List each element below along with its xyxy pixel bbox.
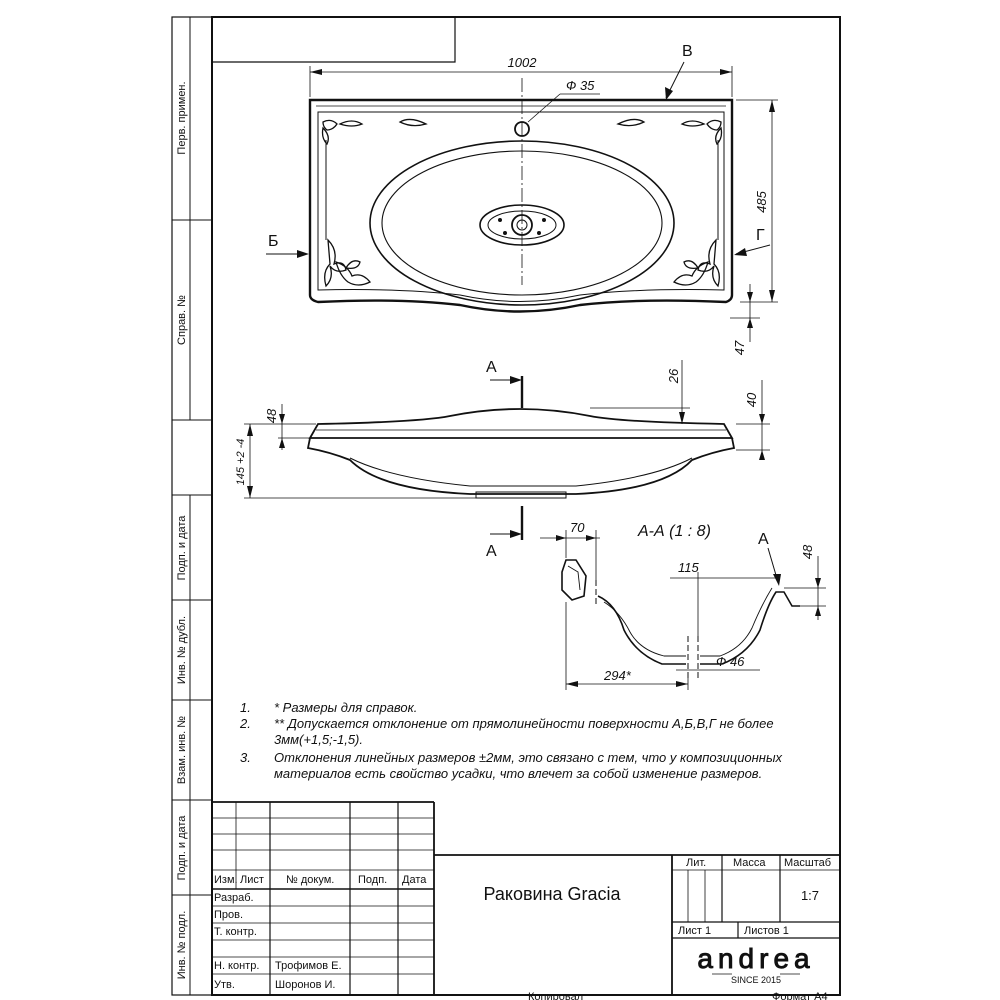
row-nkontr: Н. контр. (214, 960, 259, 972)
note-2-cont: 3мм(+1,5;-1,5). (240, 732, 363, 747)
row-razrab: Разраб. (214, 892, 254, 904)
section-label-a: А (758, 531, 769, 548)
note-3-cont: материалов есть свойство усадки, что вле… (240, 766, 762, 781)
section-left-rim (561, 559, 587, 601)
sidebar-label-podp-data-1: Подп. и дата (176, 515, 188, 581)
dim-46: Ф 46 (716, 654, 745, 669)
side-view (244, 360, 770, 540)
note-text: материалов есть свойство усадки, что вле… (274, 766, 763, 781)
sidebar-label-sprav-no: Справ. № (176, 295, 188, 345)
ornament-bottom-left-icon (324, 238, 372, 288)
label-g: Г (756, 227, 765, 244)
note-text: 3мм(+1,5;-1,5). (274, 732, 364, 747)
ornament-bottom-right-icon (672, 238, 720, 288)
col-podp: Подп. (358, 874, 387, 886)
label-v: В (682, 43, 693, 60)
sheet-frame (171, 16, 841, 996)
dim-48-section: 48 (800, 544, 815, 559)
dim-115: 115 (678, 560, 699, 575)
row-prov: Пров. (214, 909, 243, 921)
sidebar-label-perv-primen: Перв. примен. (176, 81, 188, 154)
col-data: Дата (402, 874, 427, 886)
note-number: 3. (240, 750, 251, 765)
row-utv: Утв. (214, 979, 235, 991)
dim-26: 26 (666, 368, 681, 384)
col-lit: Лит. (686, 857, 706, 869)
note-number: 2. (240, 716, 251, 731)
side-rim (308, 408, 734, 439)
section-title: А-А (1 : 8) (637, 523, 711, 540)
col-massa: Масса (733, 857, 766, 869)
note-number: 1. (240, 700, 251, 715)
section-label-top: А (486, 359, 497, 376)
utv-name: Шоронов И. (275, 979, 336, 991)
side-body (306, 437, 736, 495)
andrea-logo-icon: andrea (697, 943, 814, 974)
format-label: Формат А4 (772, 991, 828, 1000)
product-title: Раковина Gracia (483, 884, 621, 904)
dim-70: 70 (570, 520, 585, 535)
note-1: 1. * Размеры для справок. (240, 700, 417, 715)
sidebar-labels: Перв. примен. Справ. № Подп. и дата Инв.… (176, 81, 188, 979)
note-2: 2. ** Допускается отклонение от прямолине… (240, 716, 774, 731)
title-block (212, 801, 840, 995)
col-izm: Изм. (214, 874, 238, 886)
dim-40: 40 (744, 392, 759, 407)
sink-outline (308, 98, 734, 313)
sidebar-label-vzam-inv: Взам. инв. № (176, 716, 188, 784)
col-list: Лист (240, 874, 264, 886)
side-view-dims: А А 26 40 48 145 +2 -4 (235, 359, 759, 560)
sidebar-label-inv-dubl: Инв. № дубл. (176, 616, 188, 684)
ornament-top-left-icon (321, 118, 428, 146)
top-view-dims: 1002 Ф 35 485 47 В Б Г (268, 43, 769, 355)
dim-depth: 485 (754, 190, 769, 212)
dim-48-side: 48 (264, 408, 279, 423)
dim-hole: Ф 35 (566, 78, 595, 93)
section-basin (597, 595, 686, 665)
section-label-bottom: А (486, 543, 497, 560)
nkontr-name: Трофимов Е. (275, 960, 342, 972)
dim-145: 145 +2 -4 (235, 439, 247, 486)
label-b: Б (268, 233, 279, 250)
title-block-text: Изм. Лист № докум. Подп. Дата Разраб. Пр… (214, 857, 831, 1000)
section-view-dims: А-А (1 : 8) А 70 115 48 294* Ф 46 (570, 520, 815, 683)
dim-294: 294* (603, 668, 632, 683)
note-3: 3. Отклонения линейных размеров ±2мм, это… (240, 750, 782, 765)
scale-value: 1:7 (801, 888, 819, 903)
note-text: Отклонения линейных размеров ±2мм, это с… (274, 750, 783, 765)
ornament-top-right-icon (616, 118, 723, 146)
copied-label: Копировал (528, 991, 583, 1000)
sidebar-label-inv-podl: Инв. № подл. (176, 911, 188, 980)
top-view (266, 61, 778, 342)
dim-width: 1002 (508, 55, 538, 70)
section-view (540, 530, 826, 690)
col-dokum: № докум. (286, 874, 334, 886)
sidebar-label-podp-data-2: Подп. и дата (176, 815, 188, 881)
note-text: ** Допускается отклонение от прямолинейн… (274, 716, 774, 731)
row-tkontr: Т. контр. (214, 926, 257, 938)
logo-since: SINCE 2015 (731, 975, 781, 985)
sheet-number: Лист 1 (678, 925, 711, 937)
note-text: * Размеры для справок. (274, 700, 418, 715)
sheets-total: Листов 1 (744, 925, 789, 937)
dim-offset: 47 (732, 340, 747, 355)
col-masshtab: Масштаб (784, 857, 831, 869)
